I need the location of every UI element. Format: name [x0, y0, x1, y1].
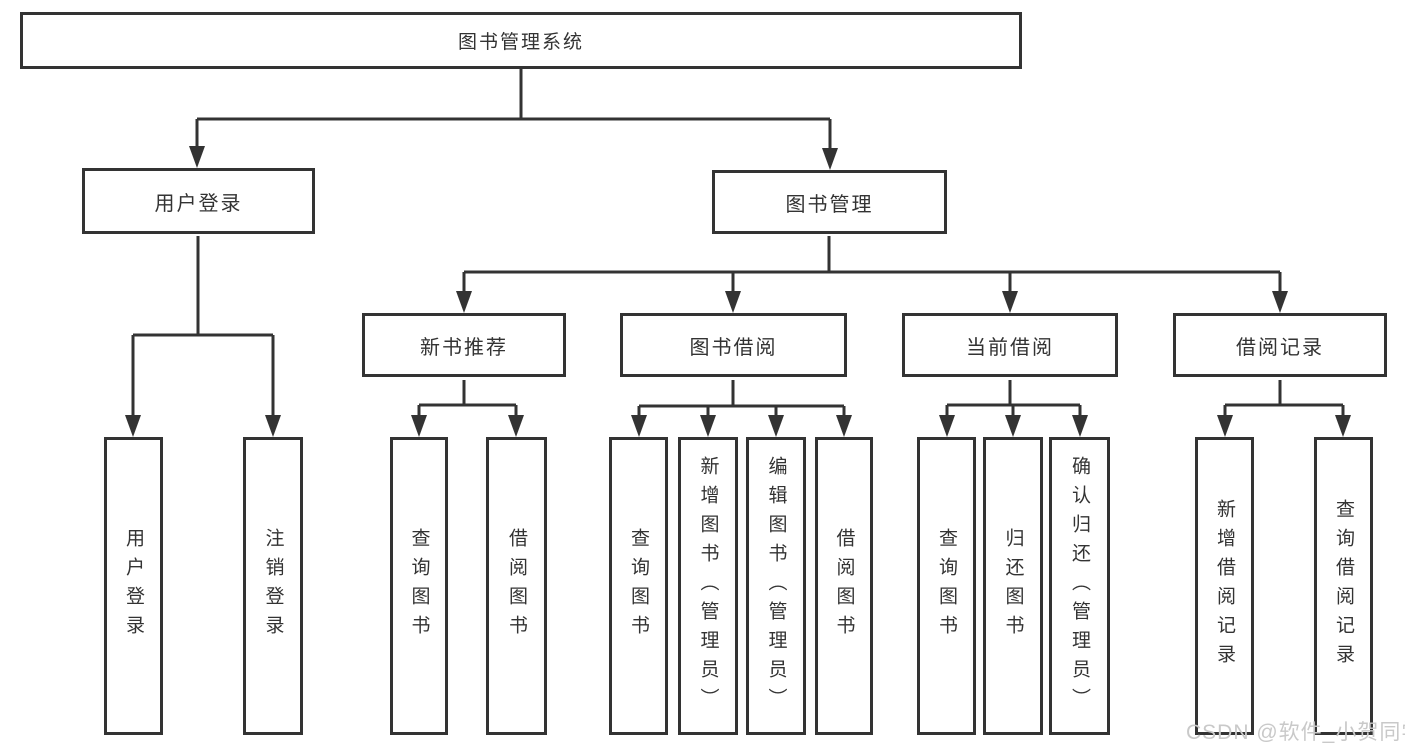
arrow-down-icon	[725, 291, 741, 313]
csdn-watermark: CSDN @软件_小贺同学	[1186, 721, 1405, 744]
node-book-management: 图书管理	[712, 170, 947, 234]
node-borrow-records: 借阅记录	[1173, 313, 1387, 377]
arrow-down-icon	[125, 415, 141, 437]
arrow-down-icon	[1072, 415, 1088, 437]
arrow-down-icon	[1272, 291, 1288, 313]
leaf-query-books-recommend: 查询图书	[390, 437, 448, 735]
leaf-edit-books-admin: 编辑图书（管理员）	[746, 437, 806, 735]
arrowheads	[125, 146, 1351, 437]
leaf-return-books: 归还图书	[983, 437, 1043, 735]
node-current-borrowing: 当前借阅	[902, 313, 1118, 377]
arrow-down-icon	[1002, 291, 1018, 313]
leaf-confirm-return-admin: 确认归还（管理员）	[1049, 437, 1110, 735]
connector-borrow-records	[1223, 380, 1345, 428]
arrow-down-icon	[1217, 415, 1233, 437]
arrow-down-icon	[411, 415, 427, 437]
arrow-down-icon	[1335, 415, 1351, 437]
arrow-down-icon	[189, 146, 205, 168]
connector-user-login	[131, 236, 275, 428]
arrow-down-icon	[939, 415, 955, 437]
arrow-down-icon	[822, 148, 838, 170]
leaf-query-books-borrowing: 查询图书	[609, 437, 668, 735]
node-book-borrowing: 图书借阅	[620, 313, 847, 377]
arrow-down-icon	[1005, 415, 1021, 437]
connector-book-borrowing	[637, 380, 846, 428]
arrow-down-icon	[700, 415, 716, 437]
connector-root	[195, 68, 832, 162]
connector-book-management	[462, 236, 1282, 306]
arrow-down-icon	[265, 415, 281, 437]
node-user-login: 用户登录	[82, 168, 315, 234]
leaf-borrow-books-recommend: 借阅图书	[486, 437, 547, 735]
arrow-down-icon	[836, 415, 852, 437]
leaf-add-books-admin: 新增图书（管理员）	[678, 437, 738, 735]
leaf-query-borrow-record: 查询借阅记录	[1314, 437, 1373, 735]
arrow-down-icon	[508, 415, 524, 437]
leaf-user-login: 用户登录	[104, 437, 163, 735]
arrow-down-icon	[631, 415, 647, 437]
leaf-query-books-current: 查询图书	[917, 437, 976, 735]
leaf-borrow-books-borrowing: 借阅图书	[815, 437, 873, 735]
connector-new-book-recommend	[417, 380, 518, 428]
arrow-down-icon	[768, 415, 784, 437]
node-root: 图书管理系统	[20, 12, 1022, 69]
leaf-add-borrow-record: 新增借阅记录	[1195, 437, 1254, 735]
arrow-down-icon	[456, 291, 472, 313]
leaf-logout: 注销登录	[243, 437, 303, 735]
node-new-book-recommend: 新书推荐	[362, 313, 566, 377]
